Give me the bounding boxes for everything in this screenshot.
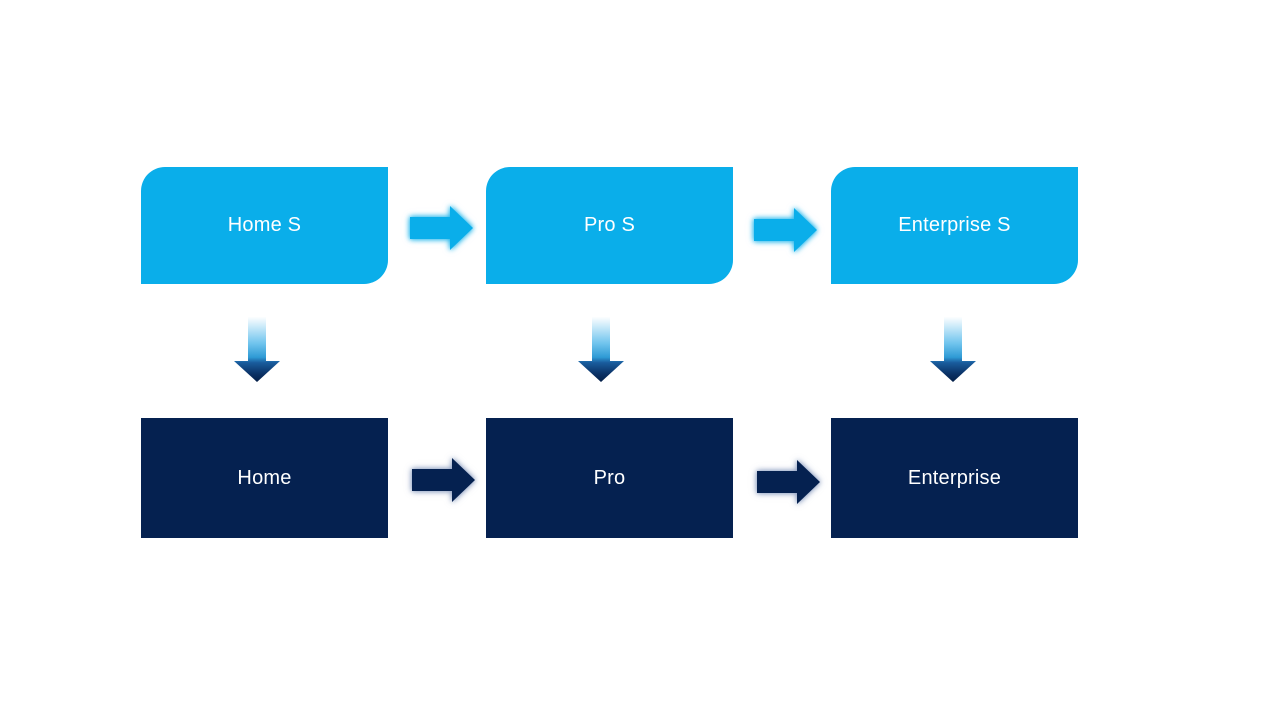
right-arrow-icon xyxy=(410,206,473,250)
node-label: Enterprise S xyxy=(898,214,1011,236)
node-label: Enterprise xyxy=(907,466,1002,489)
down-arrow-icon xyxy=(930,317,976,382)
right-arrow-icon xyxy=(412,458,475,502)
node-pro: Pro xyxy=(486,418,733,538)
down-arrow-icon xyxy=(234,317,280,382)
node-label: Pro S xyxy=(583,214,636,236)
node-label: Home xyxy=(237,466,292,489)
node-label: Home S xyxy=(227,214,302,236)
right-arrow-icon xyxy=(757,460,820,504)
node-enterprise-s: Enterprise S xyxy=(831,167,1078,284)
node-pro-s: Pro S xyxy=(486,167,733,284)
node-home: Home xyxy=(141,418,388,538)
node-label: Pro xyxy=(593,466,626,489)
right-arrow-icon xyxy=(754,208,817,252)
down-arrow-icon xyxy=(578,317,624,382)
node-home-s: Home S xyxy=(141,167,388,284)
node-enterprise: Enterprise xyxy=(831,418,1078,538)
